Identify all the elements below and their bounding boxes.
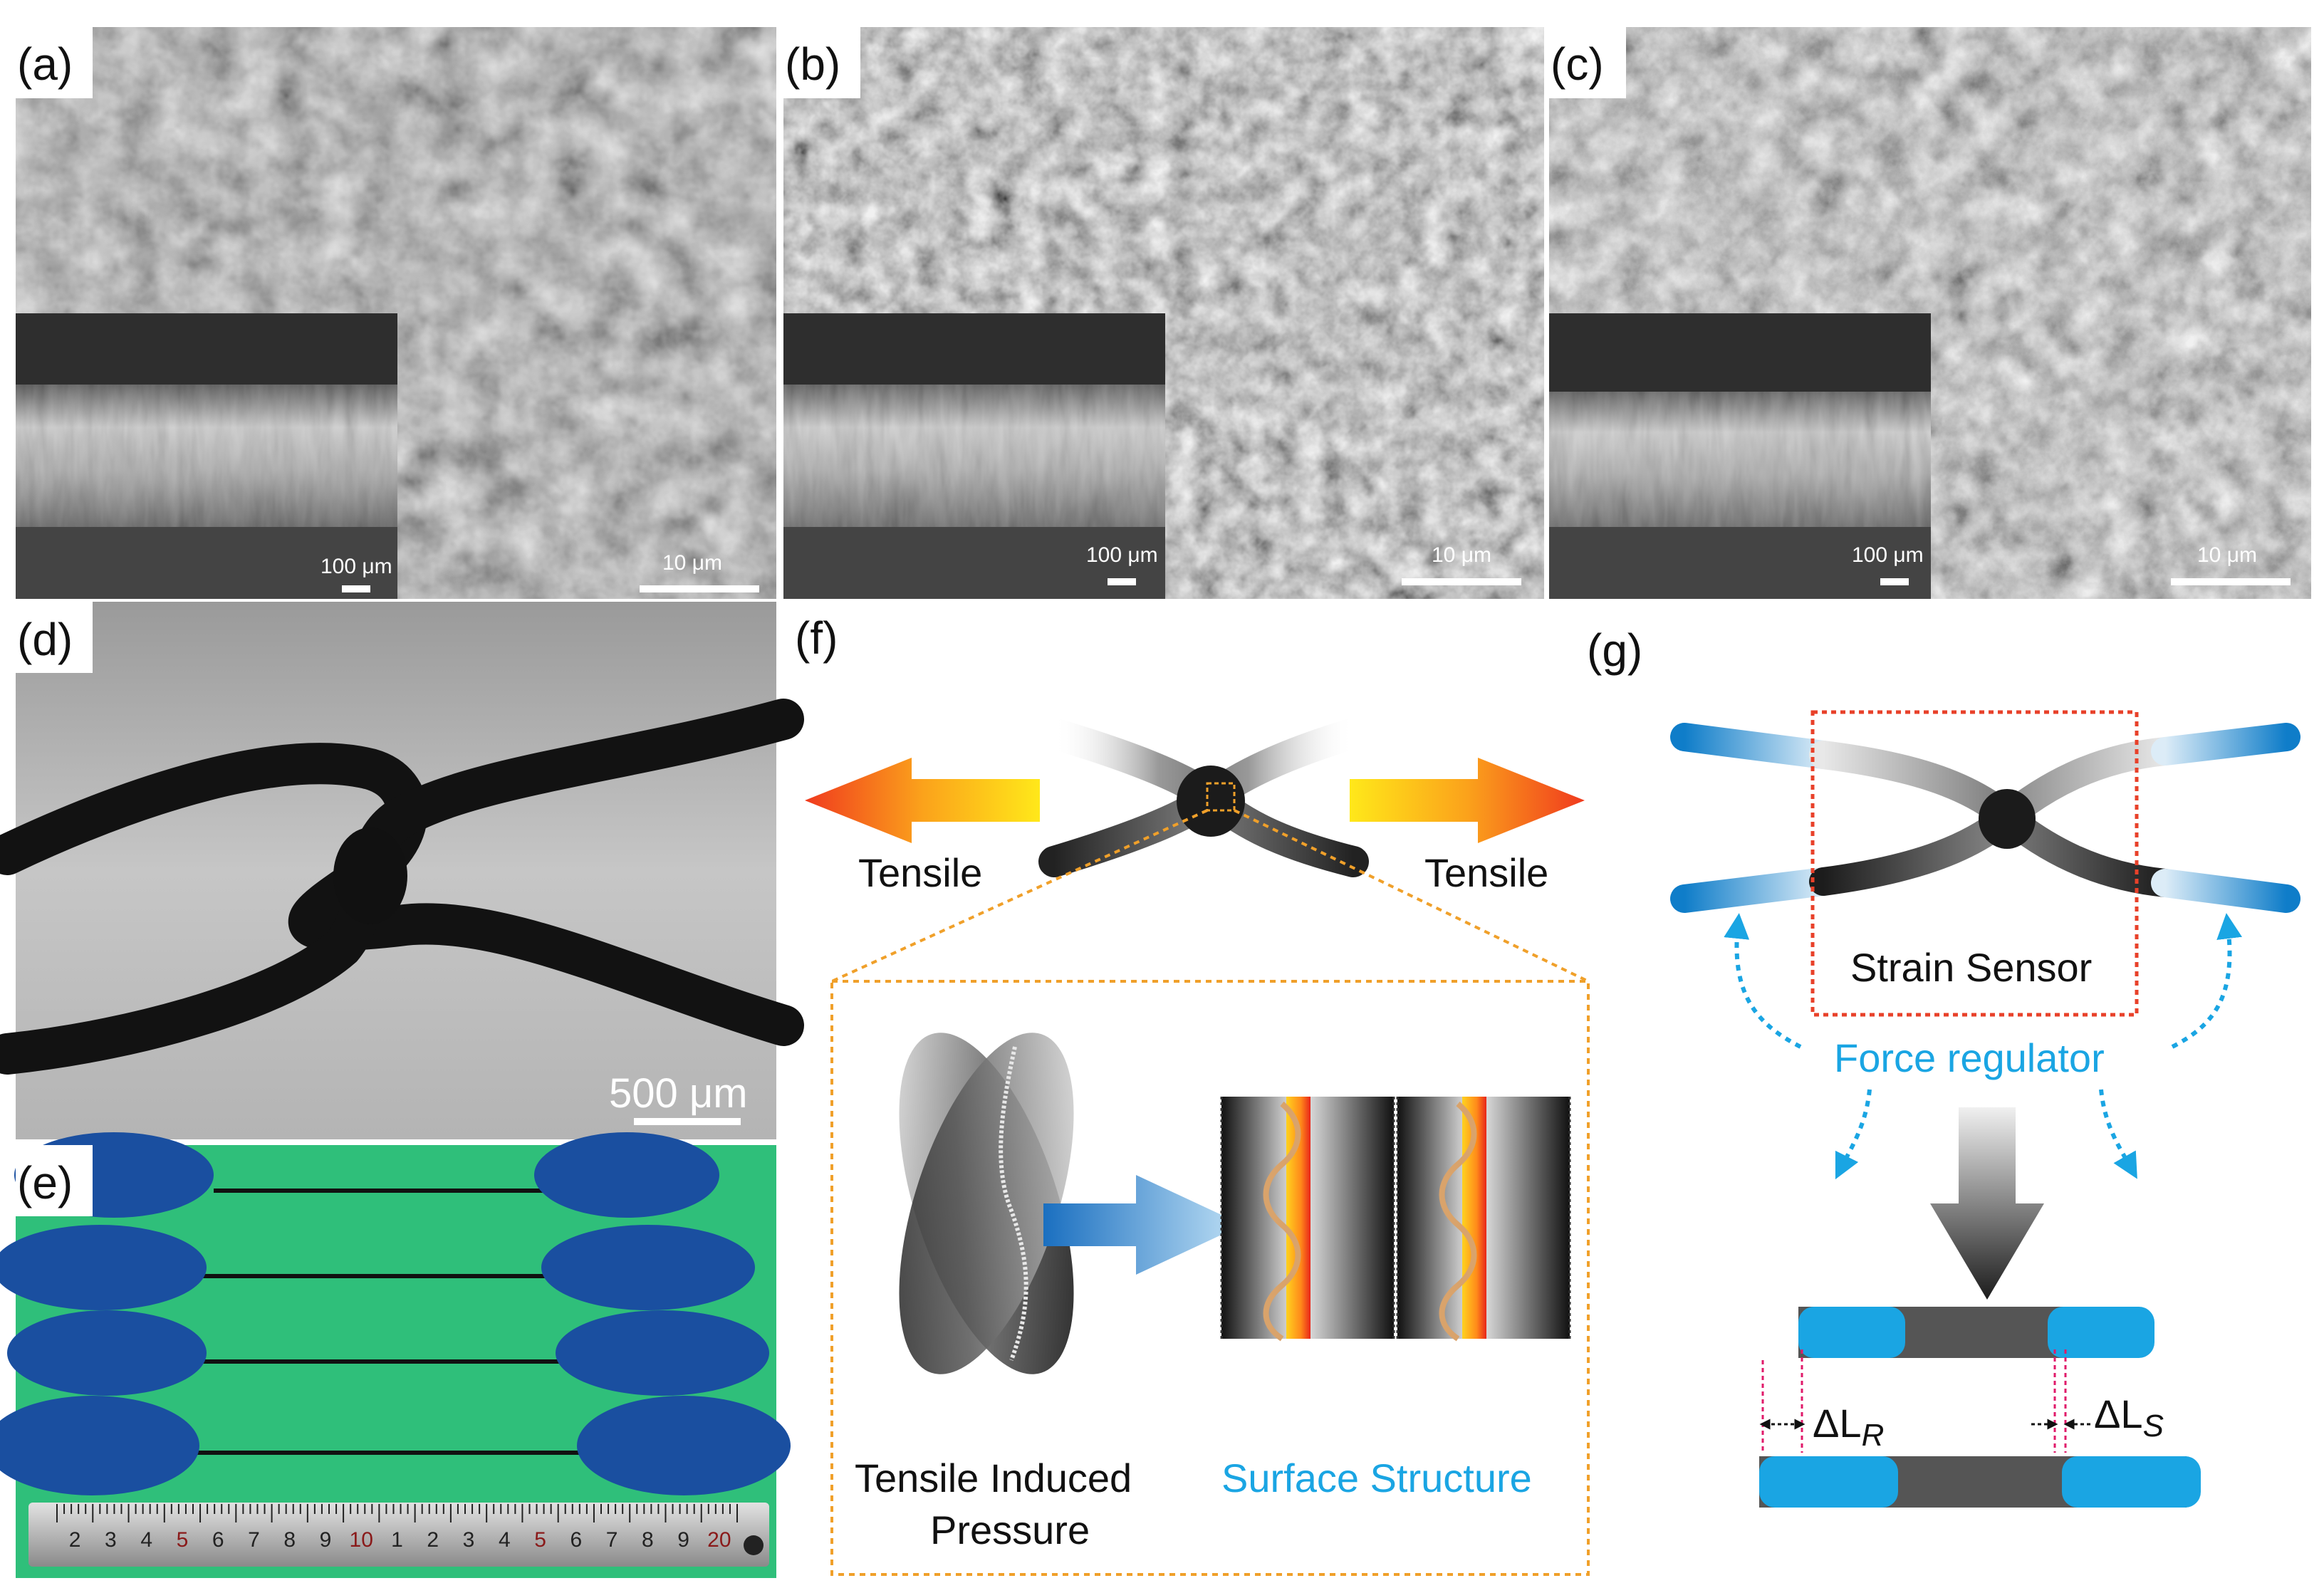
panel-f: (f) Tensile Tensile: [795, 612, 1590, 1576]
main-scale-b: 10 μm: [1432, 543, 1491, 567]
ruler-number: 7: [248, 1528, 260, 1552]
tensile-arrow-right: [1350, 758, 1585, 843]
main-scale-bar-c: [2171, 578, 2291, 585]
ruler-number: 3: [463, 1528, 475, 1552]
zoom-box: [1206, 782, 1236, 812]
inset-scale-b: 100 μm: [1086, 543, 1158, 567]
panel-d: 500 μm (d): [0, 602, 804, 1139]
force-regulator-label: Force regulator: [1834, 1035, 2105, 1080]
panel-c: 100 μm 10 μm (c): [1549, 27, 2311, 599]
knot-fibers: [0, 699, 804, 1075]
strain-sensor-label: Strain Sensor: [1850, 945, 2092, 990]
ruler-number: 2: [69, 1528, 81, 1552]
down-arrow-g: [1930, 1107, 2044, 1300]
ruler-number: 8: [642, 1528, 654, 1552]
ruler-ticks: [56, 1504, 738, 1522]
ruler-number: 6: [570, 1528, 582, 1552]
inset-scale-a: 100 μm: [321, 555, 392, 578]
panel-label-c: (c): [1551, 38, 1604, 90]
panel-b: 100 μm 10 μm (b): [783, 27, 1544, 599]
caption-pressure-1: Tensile Induced: [855, 1456, 1132, 1500]
stretched-fibers: [150, 1189, 641, 1455]
tensile-label-right: Tensile: [1424, 850, 1548, 895]
ruler-number: 9: [677, 1528, 689, 1552]
ruler-number: 8: [283, 1528, 296, 1552]
fiber-crossing-f: [1038, 718, 1369, 877]
main-scale-bar-a: [640, 585, 759, 592]
panel-label-g: (g): [1587, 625, 1642, 676]
scale-d: 500 μm: [609, 1070, 748, 1117]
main-scale-a: 10 μm: [662, 551, 722, 575]
ruler-number: 4: [140, 1528, 152, 1552]
caption-surface: Surface Structure: [1221, 1456, 1532, 1500]
fiber-crossing-g: [1670, 723, 2300, 913]
ruler-number: 5: [534, 1528, 546, 1552]
ruler-number: 5: [177, 1528, 189, 1552]
ruler-number: 9: [320, 1528, 332, 1552]
stretched-bar: [1759, 1456, 2201, 1508]
caption-pressure-2: Pressure: [930, 1508, 1090, 1552]
zoom-callout: [830, 809, 1590, 1576]
main-scale-c: 10 μm: [2197, 543, 2257, 567]
panel-label-a: (a): [17, 38, 73, 90]
ruler-number: 20: [707, 1528, 731, 1552]
inset-scale-bar-b: [1108, 578, 1136, 585]
gloved-hands: [0, 1132, 791, 1495]
scale-bar-d: [634, 1118, 741, 1125]
panel-label-d: (d): [17, 614, 73, 665]
inset-scale-bar-c: [1880, 578, 1909, 585]
strain-sensor-box: [1810, 710, 2139, 1017]
ruler-number: 4: [499, 1528, 511, 1552]
surface-structure: [1220, 1097, 1571, 1342]
inset-a: 100 μm: [16, 313, 397, 599]
tensile-arrow-left: [805, 758, 1040, 843]
pressed-fibers: [899, 1033, 1074, 1374]
ruler-number: 7: [606, 1528, 618, 1552]
inset-scale-bar-a: [342, 585, 370, 592]
main-scale-bar-b: [1402, 578, 1521, 585]
panel-label-b: (b): [785, 38, 840, 90]
ruler-number: 10: [350, 1528, 373, 1552]
inset-scale-c: 100 μm: [1852, 543, 1924, 567]
panel-g: (g) Strain Sensor Force regulator: [1587, 625, 2300, 1508]
ruler-number: 2: [427, 1528, 439, 1552]
panel-label-f: (f): [795, 612, 838, 664]
panel-label-e: (e): [17, 1157, 73, 1208]
zoom-arrow-f: [1043, 1175, 1243, 1275]
reference-lines: [1761, 1349, 2067, 1453]
inset-c: 100 μm: [1549, 313, 1931, 599]
panel-a: 100 μm 10 μm (a): [16, 27, 776, 599]
inset-b: 100 μm: [783, 313, 1165, 599]
ruler-hole: [744, 1535, 764, 1555]
unstretched-bar: [1798, 1307, 2154, 1358]
tensile-label-left: Tensile: [858, 850, 982, 895]
regulator-arrows: [1724, 913, 2243, 1180]
delta-s-label: ΔLS: [2094, 1391, 2164, 1443]
ruler-number: 1: [391, 1528, 403, 1552]
ruler-number: 6: [212, 1528, 224, 1552]
ruler-number: 3: [105, 1528, 117, 1552]
delta-r-label: ΔLR: [1813, 1401, 1884, 1453]
